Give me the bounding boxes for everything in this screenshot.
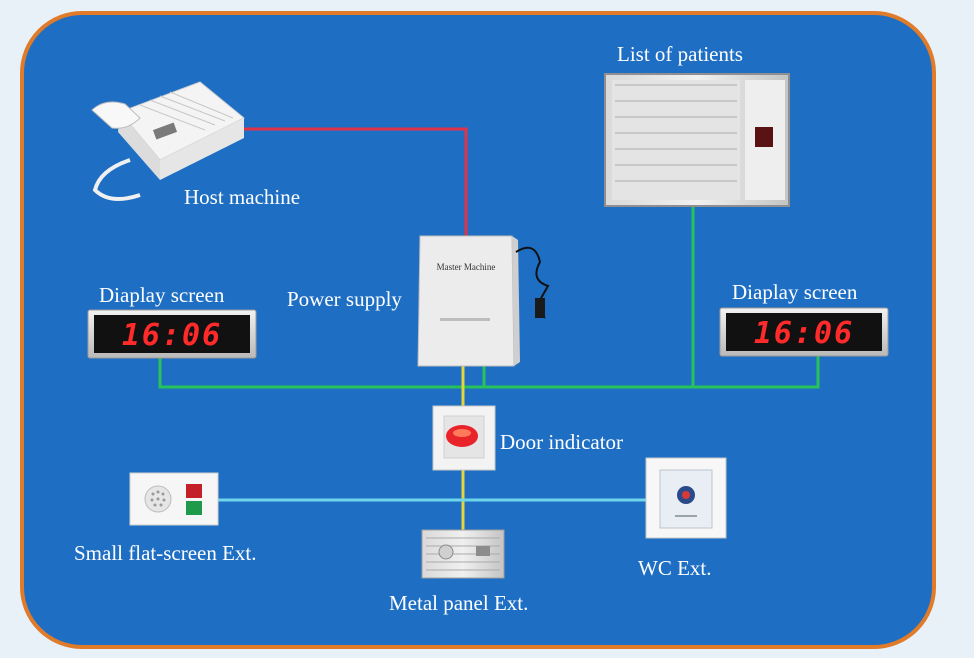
display-screen-right: [719, 307, 889, 357]
small-flat-screen-label: Small flat-screen Ext.: [74, 541, 257, 565]
power-supply-device: [417, 235, 550, 367]
green-wire-right: [693, 356, 820, 389]
host-machine-device: [91, 81, 245, 201]
display-time-right: 16:06: [754, 316, 854, 351]
metal-panel-label: Metal panel Ext.: [389, 591, 529, 615]
list-of-patients-label: List of patients: [617, 42, 743, 66]
display-screen-left: [87, 309, 257, 359]
green-wire-left: [158, 358, 693, 389]
metal-panel-device: [421, 529, 505, 579]
door-indicator-device: [432, 405, 496, 471]
patient-list-board: [604, 73, 790, 207]
wc-ext-label: WC Ext.: [638, 556, 712, 580]
red-wire: [230, 127, 468, 236]
small-flat-screen-device: [129, 472, 219, 526]
power-supply-label: Power supply: [287, 287, 402, 311]
diagram-border: [20, 11, 936, 649]
display-screen-right-label: Diaplay screen: [732, 280, 858, 304]
display-screen-left-label: Diaplay screen: [99, 283, 225, 307]
display-time-left: 16:06: [122, 318, 222, 353]
door-indicator-label: Door indicator: [500, 430, 624, 454]
host-machine-label: Host machine: [184, 185, 301, 209]
wc-ext-device: [645, 457, 727, 539]
master-machine-text: Master Machine: [437, 262, 496, 272]
